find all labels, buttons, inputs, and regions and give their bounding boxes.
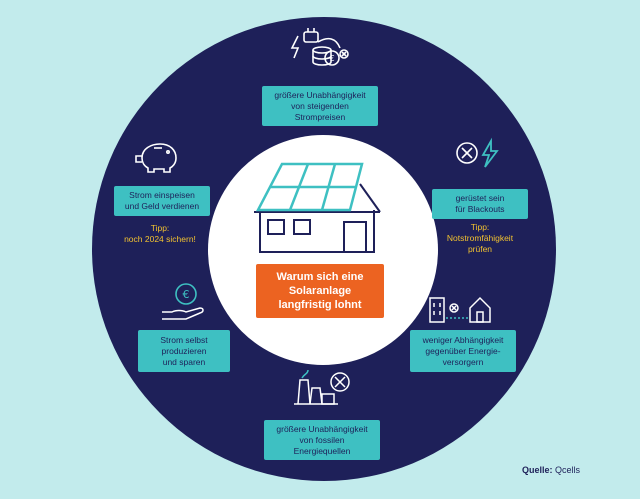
tip-left: Tipp: noch 2024 sichern!	[124, 223, 196, 244]
plug-coins-icon: €	[290, 28, 349, 66]
label-bottom: größere Unabhängigkeit von fossilen Ener…	[264, 420, 380, 460]
headline-box: Warum sich eine Solaranlage langfristig …	[256, 264, 384, 318]
power-plant-icon	[294, 369, 350, 405]
no-power-icon	[456, 137, 499, 168]
source-credit: Quelle: Qcells	[521, 465, 580, 475]
piggy-bank-icon	[135, 143, 177, 173]
hand-euro-icon: €	[162, 283, 204, 320]
solar-house-icon	[254, 162, 381, 253]
label-left-lower: Strom selbst produzieren und sparen	[138, 330, 230, 372]
label-left-upper: Strom einspeisen und Geld verdienen	[114, 186, 210, 216]
svg-text:€: €	[183, 288, 190, 301]
label-top: größere Unabhängigkeit von steigenden St…	[262, 86, 378, 126]
label-right-lower: weniger Abhängigkeit gegenüber Energie- …	[410, 330, 516, 372]
label-right-upper: gerüstet sein für Blackouts	[432, 189, 528, 219]
svg-text:€: €	[329, 54, 334, 63]
building-house-icon	[429, 296, 491, 323]
tip-right: Tipp: Notstromfähigkeit prüfen	[446, 222, 514, 254]
